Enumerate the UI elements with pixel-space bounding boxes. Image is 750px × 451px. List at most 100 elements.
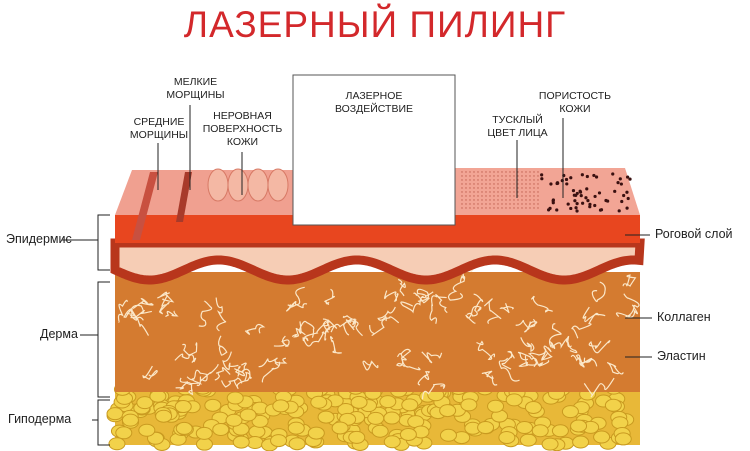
- fiber: [165, 310, 179, 317]
- dull-dot: [529, 183, 531, 185]
- fiber: [435, 294, 448, 314]
- fiber: [575, 354, 593, 368]
- fat-cell: [383, 411, 401, 425]
- dull-dot: [461, 171, 463, 173]
- label-hypodermis: Гиподерма: [8, 412, 72, 426]
- dull-dot: [465, 199, 467, 201]
- pore: [613, 189, 617, 193]
- fiber: [515, 319, 531, 333]
- fat-cell: [383, 435, 401, 449]
- dull-dot: [505, 179, 507, 181]
- fiber: [233, 371, 251, 390]
- dull-dot: [525, 199, 527, 201]
- fiber: [570, 354, 598, 367]
- pore: [593, 194, 597, 199]
- pore: [564, 177, 569, 182]
- dull-dot: [477, 187, 479, 189]
- dull-dot: [481, 203, 483, 205]
- pore: [566, 202, 570, 206]
- dull-dot: [485, 207, 487, 209]
- surface-bump: [207, 168, 229, 202]
- dull-dot: [509, 175, 511, 177]
- pore: [569, 206, 573, 211]
- fat-cell: [551, 424, 569, 438]
- label-medium-wrinkles: СРЕДНИЕ МОРЩИНЫ: [129, 116, 189, 141]
- fiber: [198, 300, 213, 327]
- dull-dot: [465, 203, 467, 205]
- fat-cell: [460, 398, 478, 412]
- fiber: [157, 291, 175, 303]
- dull-dot: [481, 207, 483, 209]
- dull-dot: [509, 203, 511, 205]
- dull-dot: [473, 207, 475, 209]
- dull-dot: [477, 179, 479, 181]
- dull-dot: [481, 183, 483, 185]
- fat-cell: [225, 413, 243, 427]
- dull-dot: [473, 199, 475, 201]
- fiber: [304, 322, 329, 342]
- fiber: [447, 275, 466, 301]
- fat-cell: [232, 435, 250, 449]
- fat-cell: [379, 395, 397, 409]
- fiber: [323, 288, 335, 305]
- label-dermis: Дерма: [40, 327, 78, 341]
- dull-dot: [485, 175, 487, 177]
- dull-dot: [533, 175, 535, 177]
- fiber: [377, 306, 396, 322]
- dull-dot: [473, 195, 475, 197]
- dull-dot: [537, 179, 539, 181]
- dull-dot: [473, 187, 475, 189]
- dull-dot: [529, 179, 531, 181]
- uneven-surface-bumps: [207, 168, 289, 202]
- pore: [588, 202, 592, 206]
- fiber: [215, 297, 227, 332]
- dull-dot: [489, 195, 491, 197]
- dull-dot: [465, 183, 467, 185]
- pore: [580, 173, 584, 177]
- dull-dot: [485, 183, 487, 185]
- dull-dot: [485, 199, 487, 201]
- fiber: [182, 343, 197, 364]
- dull-dot: [509, 195, 511, 197]
- label-epidermis: Эпидермис: [6, 232, 72, 246]
- dull-dot: [481, 195, 483, 197]
- dull-dot: [529, 195, 531, 197]
- fiber: [298, 320, 315, 338]
- pore: [620, 199, 624, 204]
- dull-dot: [537, 207, 539, 209]
- pore: [585, 174, 589, 179]
- pore: [581, 201, 585, 205]
- dull-dot: [461, 203, 463, 205]
- dull-dot: [469, 175, 471, 177]
- dull-dot: [529, 191, 531, 193]
- dull-dot: [493, 207, 495, 209]
- fiber: [323, 319, 338, 335]
- dull-dot: [469, 195, 471, 197]
- fat-cell: [287, 421, 305, 435]
- dull-dot: [525, 183, 527, 185]
- pore: [628, 177, 632, 181]
- dull-dot: [473, 175, 475, 177]
- fat-cell: [350, 395, 368, 409]
- label-laser-action: ЛАЗЕРНОЕ ВОЗДЕЙСТВИЕ: [334, 90, 414, 115]
- dull-dot: [477, 199, 479, 201]
- dull-dot: [505, 203, 507, 205]
- dull-dot: [509, 179, 511, 181]
- surface-bump: [247, 168, 269, 202]
- pore: [611, 172, 615, 176]
- fiber: [476, 340, 496, 360]
- dull-dot: [461, 187, 463, 189]
- dull-dot: [505, 187, 507, 189]
- pore: [616, 181, 620, 185]
- fiber: [591, 281, 606, 303]
- dull-dot: [509, 191, 511, 193]
- dull-dot: [489, 179, 491, 181]
- dull-dot: [473, 171, 475, 173]
- fat-cell: [106, 407, 124, 421]
- label-collagen: Коллаген: [657, 310, 711, 324]
- fat-cell: [477, 421, 495, 435]
- fiber: [499, 303, 514, 314]
- fat-cell: [570, 419, 588, 433]
- dull-dot: [501, 203, 503, 205]
- surface-texture: [461, 171, 632, 213]
